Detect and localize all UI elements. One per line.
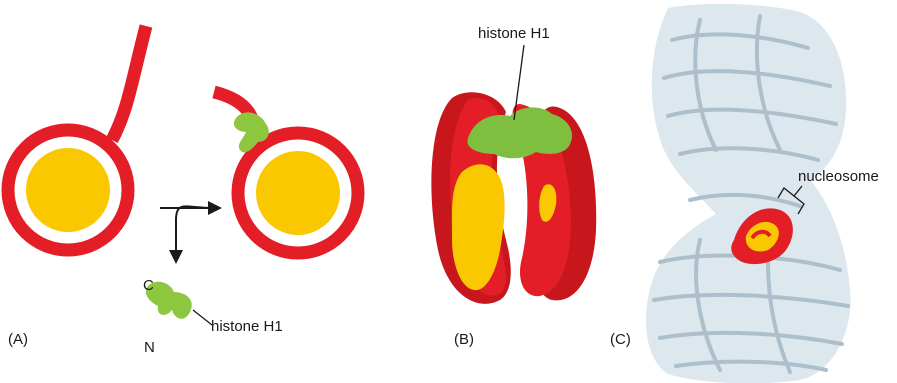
dna-exit-left bbox=[112, 26, 146, 140]
arrowhead-right bbox=[208, 201, 222, 215]
panel-a: C N histone H1 (A) bbox=[8, 26, 358, 356]
histone-h1-label-b: histone H1 bbox=[478, 25, 550, 42]
left-nucleosome bbox=[8, 26, 146, 250]
nucleosome-label: nucleosome bbox=[798, 168, 879, 185]
arrow-vertical-curve bbox=[176, 206, 212, 262]
histone-core-left bbox=[26, 148, 110, 232]
c-terminus-label: C bbox=[143, 277, 154, 294]
histone-core-right bbox=[256, 151, 340, 235]
right-nucleosome bbox=[214, 92, 358, 253]
panel-c: nucleosome (C) bbox=[610, 4, 879, 383]
n-terminus-label: N bbox=[144, 339, 155, 356]
h1-leader-line bbox=[193, 310, 212, 325]
panel-b: histone H1 (B) bbox=[431, 25, 596, 348]
panel-a-tag: (A) bbox=[8, 331, 28, 348]
panel-c-tag: (C) bbox=[610, 331, 631, 348]
histone-h1-label-a: histone H1 bbox=[211, 318, 283, 335]
arrowhead-up bbox=[169, 250, 183, 264]
panel-b-tag: (B) bbox=[454, 331, 474, 348]
binding-arrow bbox=[160, 201, 222, 264]
